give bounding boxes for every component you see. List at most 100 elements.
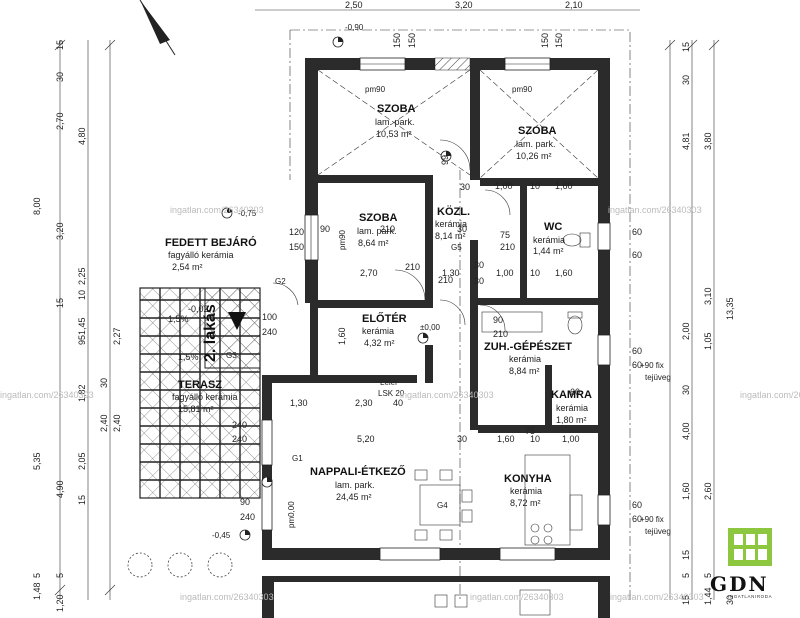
room-szoba-3: SZOBA lam. park. 8,64 m²: [357, 212, 398, 248]
dim-d2: 1,30: [442, 268, 460, 278]
svg-text:30: 30: [681, 385, 691, 395]
room-name: KONYHA: [504, 473, 552, 485]
dim-l2: 1,5%: [168, 314, 189, 324]
brand-logo: GDN INGATLANIRODA: [710, 528, 772, 599]
level-pm90-b: pm90: [512, 85, 533, 94]
room-szoba-1: SZOBA lam. park. 10,53 m²: [375, 103, 416, 139]
svg-text:30: 30: [681, 75, 691, 85]
svg-text:5: 5: [703, 573, 713, 578]
svg-text:ingatlan.com/26340303: ingatlan.com/26340303: [610, 592, 704, 602]
dim-j7: 60: [632, 514, 642, 524]
room-area: 8,72 m²: [510, 498, 541, 508]
room-eloter: ELŐTÉR kerámia 4,32 m²: [362, 312, 407, 348]
dim-j1: 1,60: [337, 327, 347, 345]
dim-g1: 120: [289, 227, 304, 237]
room-floor: kerámia: [435, 219, 467, 229]
dim-d1: 2,70: [360, 268, 378, 278]
level-zero: ±0,00: [420, 323, 441, 332]
dim-j4: 60: [632, 346, 642, 356]
level-pm90-a: pm90: [365, 85, 386, 94]
svg-text:8,00: 8,00: [32, 197, 42, 215]
room-name: ELŐTÉR: [362, 312, 407, 325]
gas-g2: G2: [275, 277, 286, 286]
dim-f2: 1,60: [497, 434, 515, 444]
left-dim-chain: 15 30 2,70 4,80 8,00 3,20 2,25 10 1,45 1…: [32, 40, 109, 612]
dimension-lines: [54, 9, 720, 600]
dim-k2: 30: [474, 260, 484, 270]
dim-a1: 150: [392, 33, 402, 48]
room-name: WC: [544, 221, 562, 233]
dim-l5: 240: [232, 420, 247, 430]
svg-text:15: 15: [681, 550, 691, 560]
fix-note-2b: tejüveg: [645, 527, 671, 536]
svg-text:ingatlan.com/26340303: ingatlan.com/26340303: [740, 390, 800, 400]
dim-h3: 210: [405, 262, 420, 272]
room-area: 15,81 m²: [178, 404, 214, 414]
room-name: ZUH.-GÉPÉSZET: [484, 340, 572, 353]
fix-note-2a: +90 fix: [640, 515, 664, 524]
dim-j3: 60: [632, 250, 642, 260]
dim-a4: 150: [554, 33, 564, 48]
room-nappali: NAPPALI-ÉTKEZŐ lam. park. 24,45 m²: [310, 465, 406, 502]
level-neg075: -0,75: [238, 209, 257, 218]
svg-text:2,40: 2,40: [99, 414, 109, 432]
room-szoba-2: SZOBA lam. park. 10,26 m²: [516, 125, 557, 161]
dim-h1: 30: [460, 182, 470, 192]
svg-text:10: 10: [77, 290, 87, 300]
room-floor: kerámia: [362, 326, 394, 336]
svg-text:2,05: 2,05: [77, 452, 87, 470]
room-area: 8,14 m²: [435, 231, 466, 241]
right-dim-chain: 15 30 4,81 3,80 3,10 13,35 2,00 1,05 30 …: [681, 42, 735, 605]
top-dim-3: 2,10: [565, 0, 583, 10]
room-diagonals: [317, 69, 599, 179]
svg-text:15: 15: [55, 298, 65, 308]
brand-name: GDN: [710, 572, 769, 596]
svg-text:ingatlan.com/26340303: ingatlan.com/26340303: [180, 592, 274, 602]
brand-tagline: INGATLANIRODA: [728, 594, 772, 599]
room-name: SZOBA: [377, 103, 416, 115]
fix-note-1b: tejüveg: [645, 373, 671, 382]
inner-dimensions: 150 150 150 150 1,00 10 1,60 1,00 10 1,6…: [112, 33, 642, 524]
gas-g5: G5: [451, 243, 462, 252]
svg-text:1,48: 1,48: [32, 582, 42, 600]
svg-text:15: 15: [681, 595, 691, 605]
shrubs: [127, 552, 233, 578]
dim-b3: 1,60: [555, 181, 573, 191]
room-floor: fagyálló kerámia: [168, 250, 234, 260]
dim-l7: -0,02: [188, 304, 209, 314]
svg-text:1,44: 1,44: [703, 587, 713, 605]
dim-e1: 1,30: [290, 398, 308, 408]
room-name: KAMRA: [551, 389, 592, 401]
svg-text:15: 15: [77, 495, 87, 505]
leier-label: Leier: [380, 378, 398, 387]
fixtures: [221, 36, 591, 616]
dim-l1: 2,27: [112, 327, 122, 345]
svg-text:2,60: 2,60: [703, 482, 713, 500]
room-name: SZOBA: [518, 125, 557, 137]
gas-g3: G3: [226, 351, 237, 360]
svg-text:2,70: 2,70: [55, 112, 65, 130]
watermarks: ingatlan.com/26340303 ingatlan.com/26340…: [0, 205, 800, 602]
room-floor: kerámia: [510, 486, 542, 496]
svg-text:5: 5: [681, 573, 691, 578]
svg-text:ingatlan.com/26340303: ingatlan.com/26340303: [608, 205, 702, 215]
dim-l3: 1,5%: [178, 352, 199, 362]
dim-k5: 75: [500, 230, 510, 240]
room-area: 10,26 m²: [516, 151, 552, 161]
room-terasz: TERASZ fagyálló kerámia 15,81 m²: [172, 379, 238, 414]
room-floor: lam. park.: [335, 480, 375, 490]
svg-text:3,80: 3,80: [703, 132, 713, 150]
dim-c2: 10: [530, 268, 540, 278]
room-kozl: KÖZL. kerámia 8,14 m²: [435, 205, 470, 241]
dim-b1: 1,00: [495, 181, 513, 191]
room-zuh: ZUH.-GÉPÉSZET kerámia 8,84 m²: [484, 340, 572, 376]
svg-text:ingatlan.com/26340303: ingatlan.com/26340303: [0, 390, 94, 400]
room-name: KÖZL.: [437, 205, 470, 218]
dim-k6: 75: [525, 426, 535, 436]
dim-i2: 240: [240, 512, 255, 522]
room-name: SZOBA: [359, 212, 398, 224]
gas-g4: G4: [437, 501, 448, 510]
room-floor: lam. park.: [375, 117, 415, 127]
dim-k1: 30: [457, 224, 467, 234]
svg-text:13,35: 13,35: [725, 297, 735, 320]
